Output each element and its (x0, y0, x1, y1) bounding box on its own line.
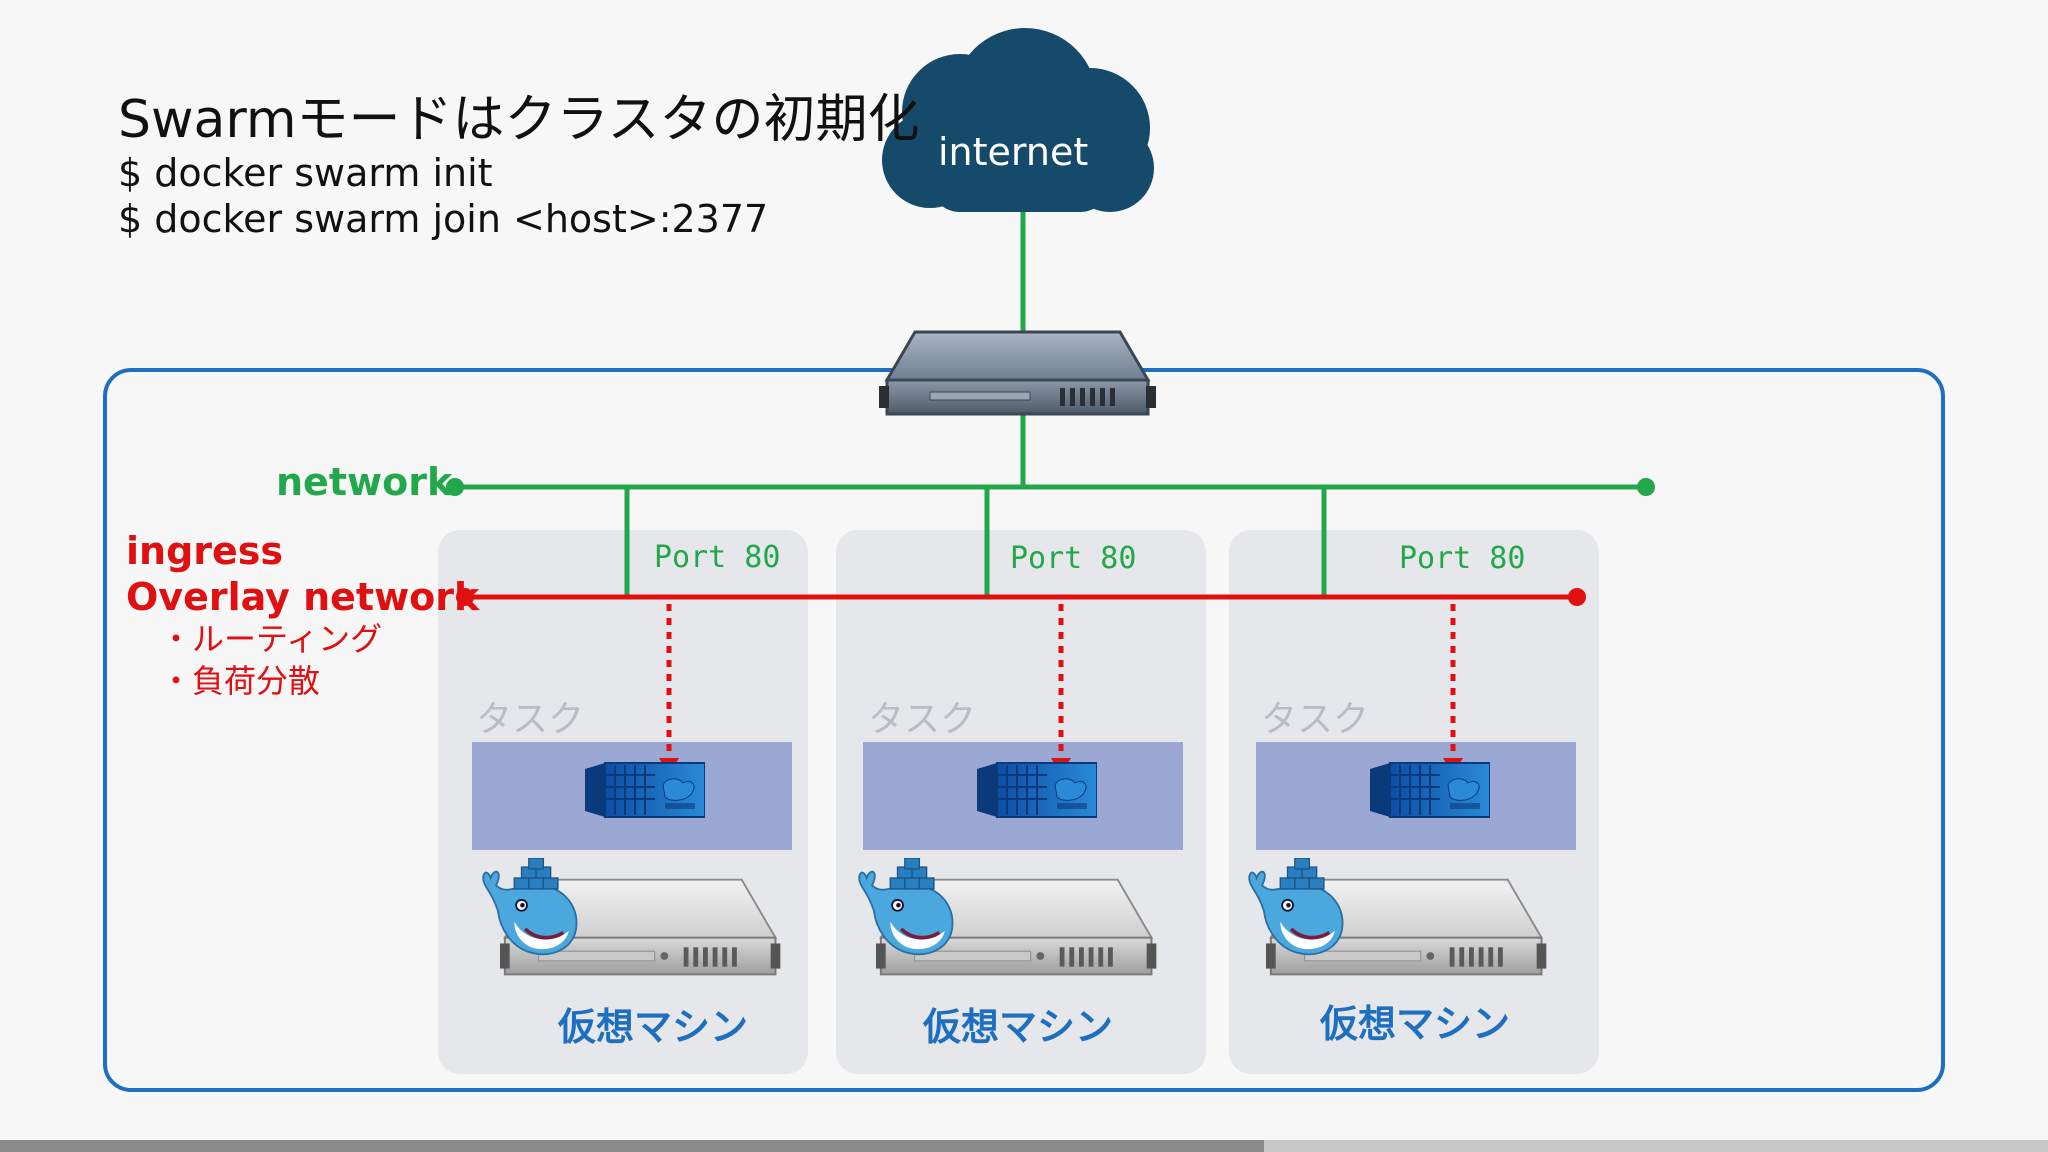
overlay-endpoint (456, 588, 474, 606)
internet-label: internet (938, 130, 1089, 174)
video-progress-bar[interactable] (0, 1140, 2048, 1152)
overlay-network-label: ingress Overlay network (126, 528, 479, 620)
port-label: Port 80 (1399, 541, 1526, 576)
overlay-label: Overlay network (126, 575, 480, 619)
task-label: タスク (868, 699, 977, 740)
feature-load-balancing: ・負荷分散 (160, 662, 321, 700)
feature-routing: ・ルーティング (160, 620, 383, 658)
page-title: Swarmモードはクラスタの初期化 (118, 90, 920, 150)
network-label: network (276, 460, 453, 504)
port-label: Port 80 (654, 540, 781, 575)
router-icon (879, 330, 1156, 416)
vm-label: 仮想マシン (1320, 1002, 1511, 1046)
docker-container-icon (1370, 762, 1490, 818)
ingress-label: ingress (126, 529, 284, 573)
command-init: $ docker swarm init (118, 151, 493, 195)
task-label: タスク (1261, 699, 1370, 740)
internet-cloud-icon (882, 28, 1154, 212)
video-progress-fill (0, 1140, 1264, 1152)
overlay-features: ・ルーティング ・負荷分散 (160, 618, 382, 702)
task-label: タスク (476, 699, 585, 740)
title-block: Swarmモードはクラスタの初期化 $ docker swarm init $ … (118, 90, 919, 242)
docker-container-icon (585, 762, 705, 818)
vm-label: 仮想マシン (558, 1005, 749, 1049)
docker-container-icon (977, 762, 1097, 818)
network-endpoint (1637, 478, 1655, 496)
command-join: $ docker swarm join <host>:2377 (118, 197, 769, 241)
overlay-endpoint (1568, 588, 1586, 606)
port-label: Port 80 (1010, 541, 1137, 576)
vm-label: 仮想マシン (923, 1005, 1114, 1049)
network-endpoint (446, 478, 464, 496)
